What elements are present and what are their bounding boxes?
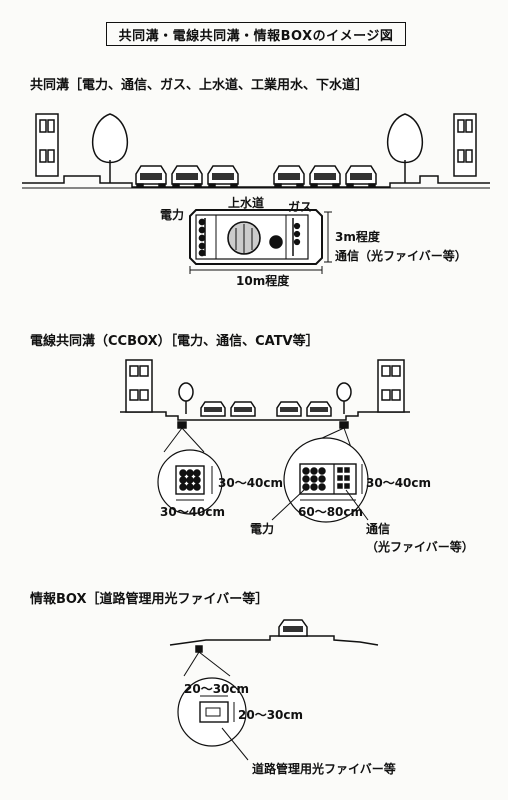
building-right-icon (377, 359, 405, 413)
telecom-cable-rack (292, 218, 301, 256)
car-icon (200, 401, 226, 417)
car-icon (345, 165, 377, 188)
infobox-buried-marker (195, 645, 203, 653)
ccbox-large-detail (283, 437, 369, 523)
label-small-height: 30～40cm (218, 476, 284, 490)
tree-right-icon (336, 382, 352, 414)
label-ccbox-power: 電力 (250, 522, 275, 536)
tree-left-icon (178, 382, 194, 414)
label-height-3m: 3m程度 (335, 230, 380, 244)
label-small-width: 30～40cm (160, 505, 226, 519)
kyodoko-heading: 共同溝［電力、通信、ガス、上水道、工業用水、下水道］ (30, 78, 369, 93)
infobox-road-surface (169, 635, 379, 646)
car-icon (230, 401, 256, 417)
power-cable-rack (198, 218, 206, 257)
building-left-icon (125, 359, 153, 413)
ccbox-small-detail (157, 449, 223, 515)
label-ccbox-telecom: 通信 (366, 522, 391, 536)
car-icon (171, 165, 203, 188)
car-icon (135, 165, 167, 188)
ccbox-road-surface (120, 411, 410, 421)
tree-left-icon (91, 113, 129, 183)
label-big-height: 30～40cm (366, 476, 432, 490)
car-icon (306, 401, 332, 417)
dimension-width-10m (189, 266, 323, 274)
label-power: 電力 (160, 208, 185, 222)
infobox-detail (177, 677, 247, 747)
page-title: 共同溝・電線共同溝・情報BOXのイメージ図 (106, 22, 406, 46)
label-gas: ガス (288, 200, 313, 214)
label-telecom: 通信（光ファイバー等） (335, 249, 467, 263)
label-big-width: 60～80cm (298, 505, 364, 519)
ccbox-heading: 電線共同溝（CCBOX）［電力、通信、CATV等］ (30, 334, 319, 349)
car-icon (278, 619, 308, 637)
dimension-height-3m (324, 211, 332, 263)
kyodoko-road-surface (22, 175, 490, 189)
label-ccbox-fiber: （光ファイバー等） (366, 540, 474, 554)
car-icon (207, 165, 239, 188)
label-width-10m: 10m程度 (236, 274, 290, 288)
infobox-heading: 情報BOX［道路管理用光ファイバー等］ (30, 592, 269, 607)
label-water: 上水道 (228, 196, 265, 210)
car-icon (276, 401, 302, 417)
car-icon (273, 165, 305, 188)
building-right-icon (453, 113, 477, 177)
label-infobox-width: 20～30cm (184, 682, 250, 696)
utility-tunnel-section (189, 209, 323, 265)
car-icon (309, 165, 341, 188)
tree-right-icon (386, 113, 424, 183)
label-infobox-fiber: 道路管理用光ファイバー等 (252, 762, 396, 776)
water-main-pipe (227, 221, 261, 255)
building-left-icon (35, 113, 59, 177)
gas-pipe (269, 235, 283, 249)
label-infobox-height: 20～30cm (238, 708, 304, 722)
